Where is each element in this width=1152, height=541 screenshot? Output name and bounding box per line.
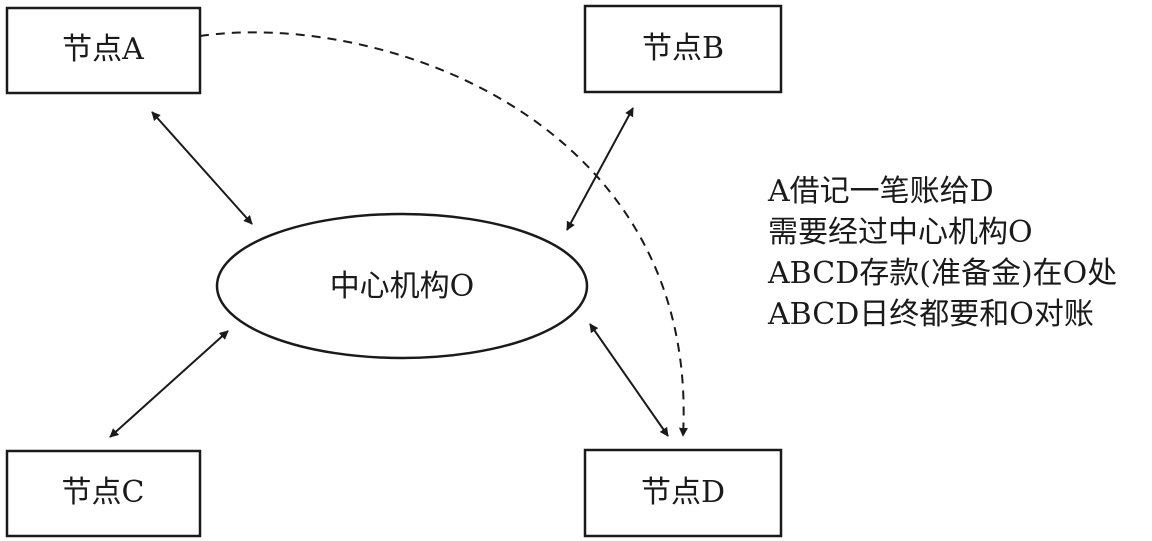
node-d-label: 节点D xyxy=(641,475,725,510)
node-c: 节点C xyxy=(5,449,202,538)
node-a-box xyxy=(5,6,202,95)
link-b-center xyxy=(566,107,634,231)
node-a-label: 节点A xyxy=(62,32,144,67)
node-b-label: 节点B xyxy=(642,31,724,66)
center-node: 中心机构O xyxy=(215,212,589,360)
note-line-3: ABCD存款(准备金)在O处 xyxy=(768,256,1118,291)
node-b-box xyxy=(583,4,783,94)
note-line-1: A借记一笔账给D xyxy=(768,174,994,209)
node-d-box xyxy=(583,448,783,538)
dashed-transfer-a-to-d xyxy=(199,31,688,437)
link-d-center xyxy=(589,323,669,437)
node-b: 节点B xyxy=(583,4,783,94)
node-c-label: 节点C xyxy=(62,475,145,510)
center-label: 中心机构O xyxy=(330,269,475,304)
link-a-center xyxy=(151,111,253,225)
node-a: 节点A xyxy=(5,6,202,95)
link-c-center xyxy=(109,330,229,438)
node-d: 节点D xyxy=(583,448,783,538)
node-c-box xyxy=(5,449,202,538)
note-line-4: ABCD日终都要和O对账 xyxy=(768,297,1094,332)
explanation-text: A借记一笔账给D 需要经过中心机构O ABCD存款(准备金)在O处 ABCD日终… xyxy=(768,171,1117,335)
center-ellipse xyxy=(215,212,589,360)
note-line-2: 需要经过中心机构O xyxy=(768,215,1033,250)
